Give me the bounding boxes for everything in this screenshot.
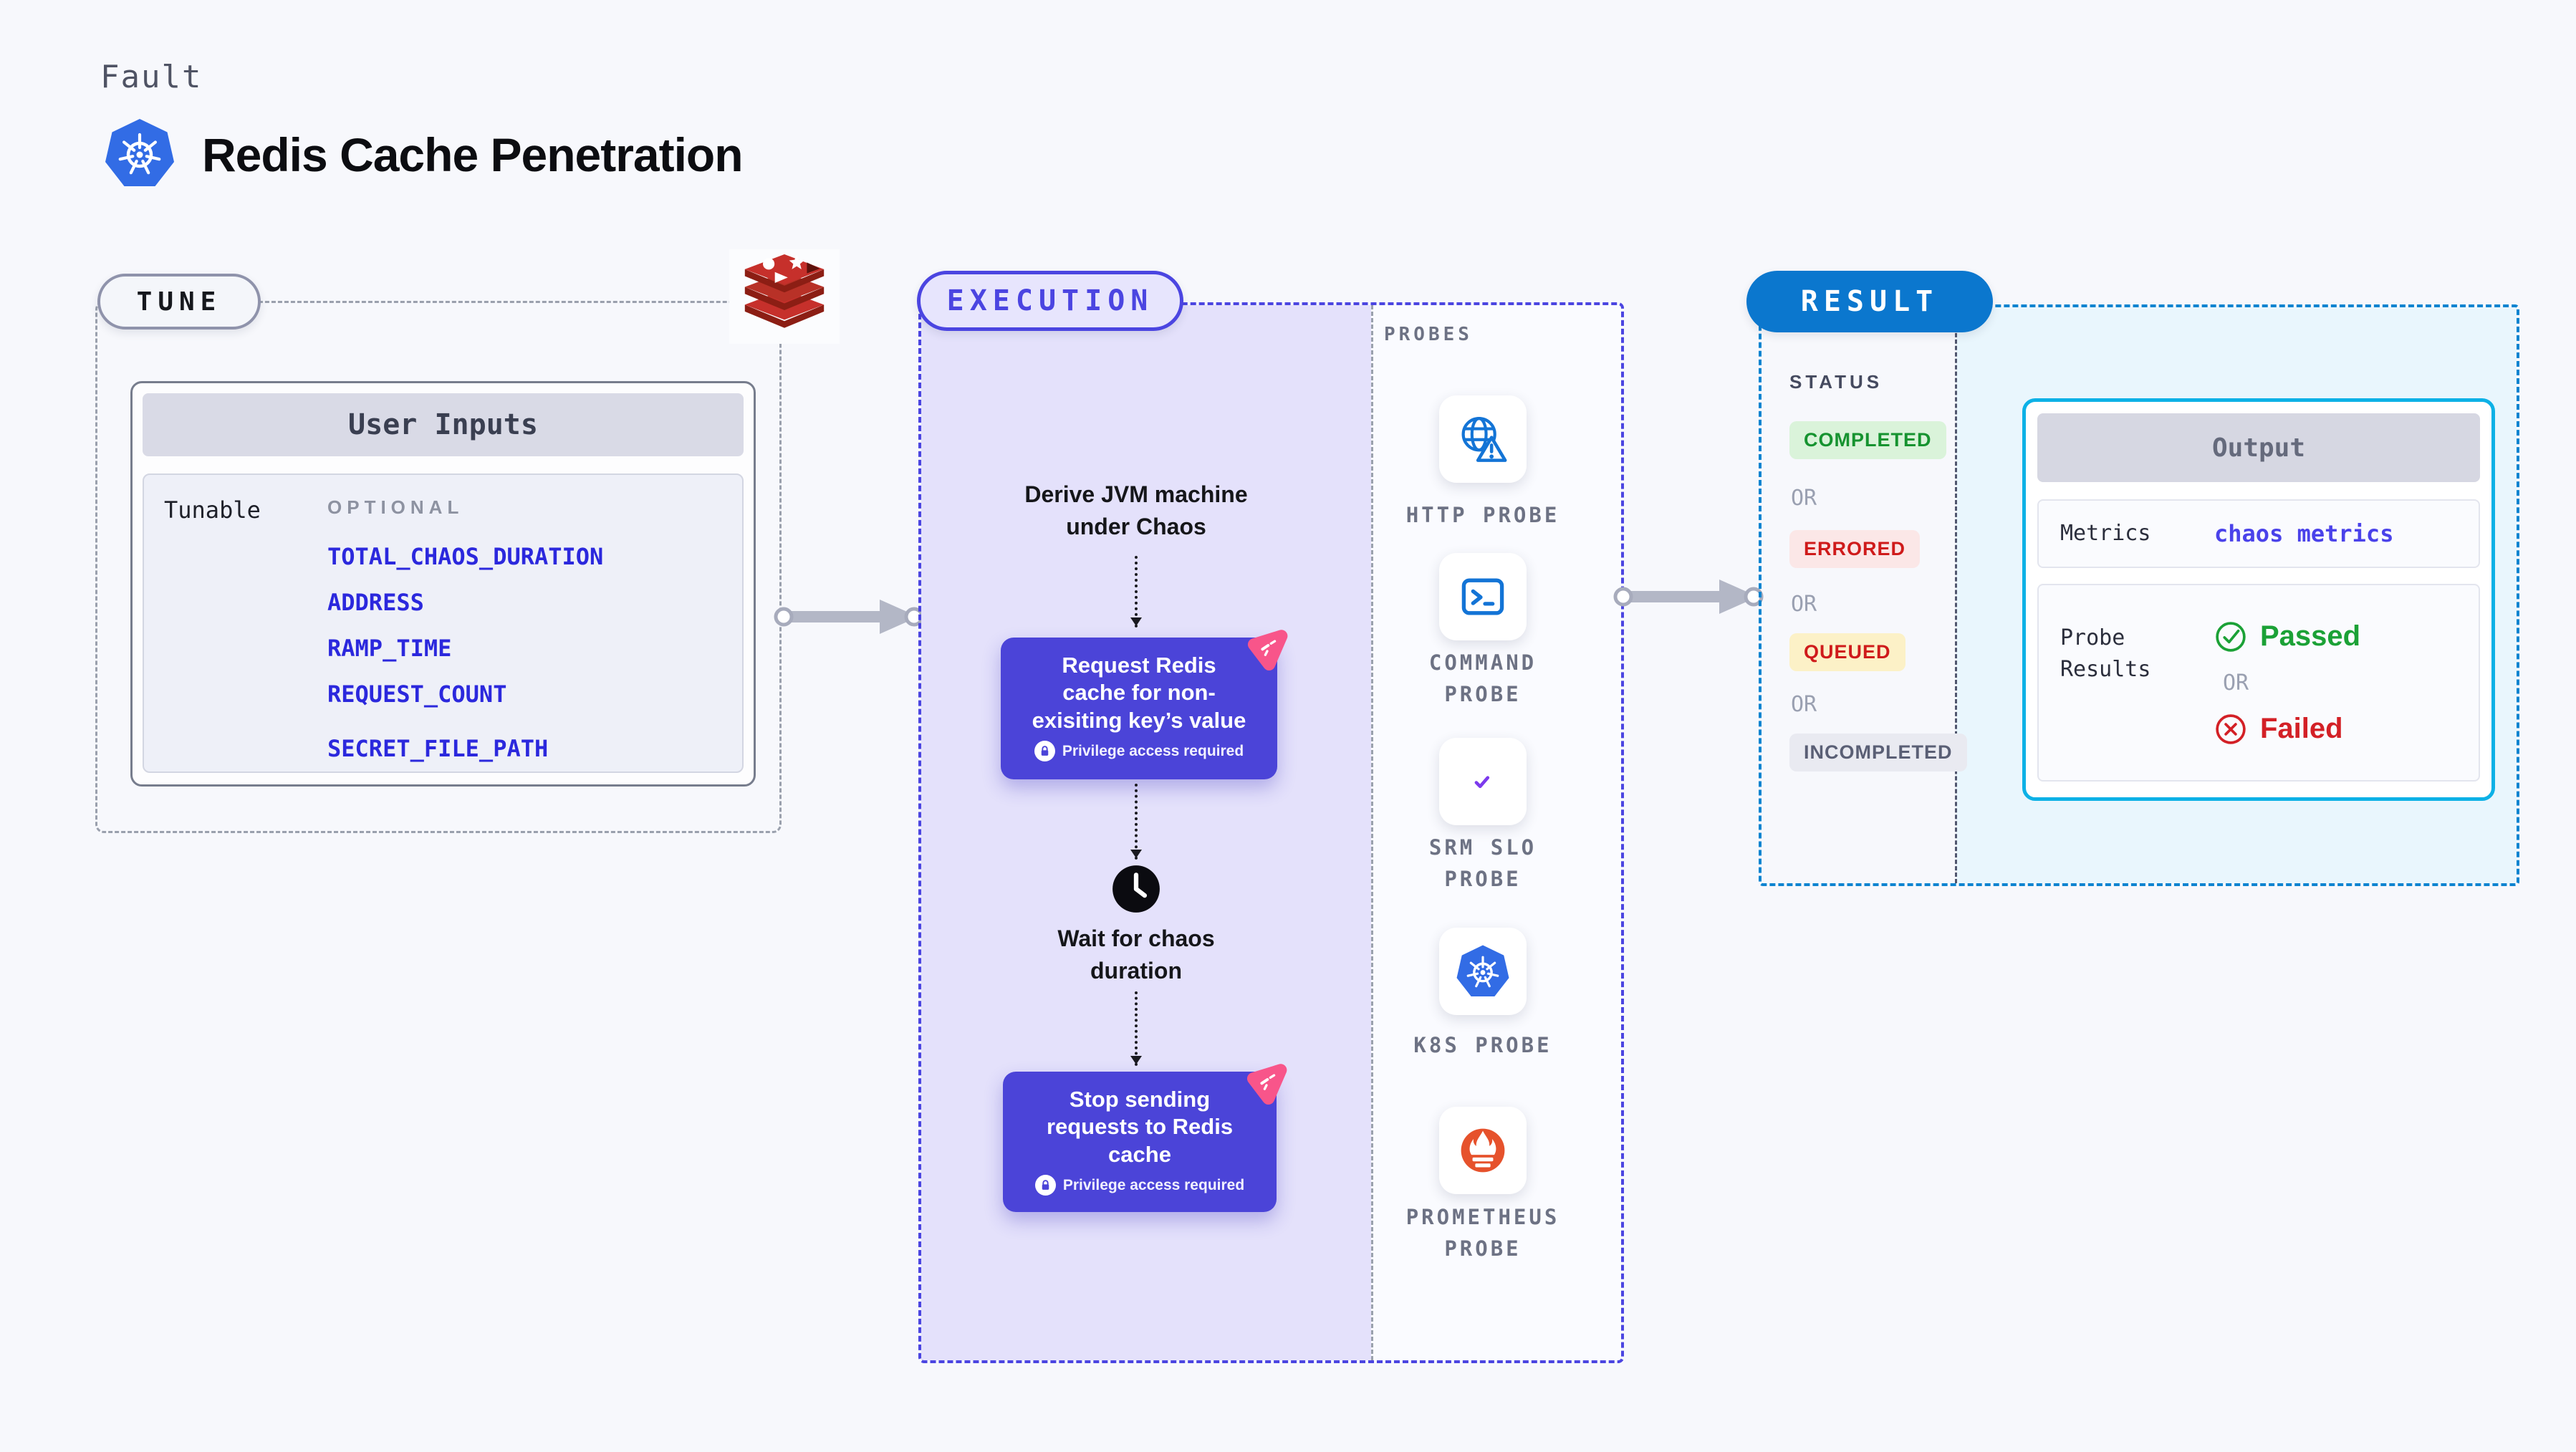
check-circle-icon — [2214, 620, 2247, 653]
input-request-count[interactable]: REQUEST_COUNT — [327, 681, 507, 708]
request-redis-text: Request Redis cache for non- exisiting k… — [1032, 653, 1246, 733]
prometheus-probe-label: PROMETHEUS PROBE — [1405, 1205, 1560, 1261]
input-total-chaos-duration[interactable]: TOTAL_CHAOS_DURATION — [327, 543, 604, 570]
probe-results-row: Probe Results Passed OR Failed — [2037, 584, 2480, 782]
step-derive-jvm-text: Derive JVM machine under Chaos — [1024, 481, 1248, 540]
or-label: OR — [2223, 670, 2249, 696]
or-label: OR — [1791, 592, 1817, 617]
probe-results-values: Passed OR Failed — [2214, 585, 2360, 780]
optional-label: OPTIONAL — [327, 496, 464, 518]
http-probe-icon — [1456, 412, 1510, 466]
connector-derive-to-request — [1130, 556, 1142, 628]
command-probe-icon — [1456, 569, 1510, 624]
stop-requests-text: Stop sending requests to Redis cache — [1046, 1087, 1234, 1167]
chaos-experiment-icon — [1243, 625, 1292, 672]
page-title: Redis Cache Penetration — [202, 128, 744, 181]
x-circle-icon — [2214, 713, 2247, 746]
command-probe-card — [1439, 553, 1527, 640]
redis-icon — [734, 254, 835, 339]
http-probe-card — [1439, 395, 1527, 483]
tune-to-execution-arrow — [774, 593, 924, 640]
srm-slo-probe-label: SRM SLO PROBE — [1428, 835, 1537, 891]
execution-to-result-arrow — [1613, 573, 1764, 620]
passed-label: Passed — [2260, 620, 2361, 652]
tune-pill: TUNE — [97, 274, 261, 330]
prometheus-probe-icon — [1456, 1123, 1510, 1178]
k8s-probe-label: K8S PROBE — [1413, 1033, 1552, 1057]
result-pill: RESULT — [1746, 271, 1993, 332]
chaos-metrics-link[interactable]: chaos metrics — [2214, 520, 2394, 547]
tune-section-container — [95, 301, 782, 833]
failed-label: Failed — [2260, 713, 2343, 744]
privilege-row: Privilege access required — [1001, 741, 1277, 762]
result-divider — [1955, 307, 1957, 883]
input-ramp-time[interactable]: RAMP_TIME — [327, 635, 452, 662]
connector-request-to-wait — [1130, 784, 1142, 860]
user-inputs-title: User Inputs — [143, 393, 744, 456]
srm-slo-probe-card — [1439, 738, 1527, 825]
passed-line: Passed — [2214, 620, 2360, 653]
status-badge-queued: QUEUED — [1789, 633, 1905, 671]
connector-wait-to-stop — [1130, 991, 1142, 1066]
output-card: Output Metrics chaos metrics Probe Resul… — [2022, 398, 2495, 801]
or-label: OR — [1791, 692, 1817, 717]
prometheus-probe-card — [1439, 1107, 1527, 1194]
status-badge-errored: ERRORED — [1789, 530, 1921, 568]
or-label: OR — [1791, 486, 1817, 511]
status-badge-completed: COMPLETED — [1789, 421, 1946, 459]
redis-icon-wrap — [729, 249, 840, 344]
privilege-note: Privilege access required — [1062, 742, 1244, 759]
privilege-row: Privilege access required — [1003, 1175, 1277, 1196]
kubernetes-icon — [104, 115, 176, 192]
status-label: STATUS — [1789, 371, 1883, 393]
execution-pill: EXECUTION — [917, 271, 1183, 331]
request-redis-step: Request Redis cache for non- exisiting k… — [1001, 638, 1277, 779]
step-wait-text: Wait for chaos duration — [1057, 925, 1215, 984]
metrics-row: Metrics chaos metrics — [2037, 499, 2480, 568]
fault-kicker: Fault — [100, 59, 203, 95]
input-list: TOTAL_CHAOS_DURATION ADDRESS RAMP_TIME R… — [327, 543, 603, 762]
k8s-probe-card — [1439, 928, 1527, 1015]
probes-label: PROBES — [1384, 324, 1473, 345]
stop-requests-step: Stop sending requests to Redis cache Pri… — [1003, 1072, 1277, 1212]
input-address[interactable]: ADDRESS — [327, 589, 424, 616]
probe-results-label: Probe Results — [2060, 625, 2151, 682]
privilege-note: Privilege access required — [1062, 1176, 1245, 1193]
status-badge-incompleted: INCOMPLETED — [1789, 734, 1967, 771]
metrics-label: Metrics — [2060, 521, 2151, 547]
tunable-values: OPTIONAL TOTAL_CHAOS_DURATION ADDRESS RA… — [327, 496, 603, 771]
output-title: Output — [2037, 413, 2480, 482]
command-probe-label: COMMAND PROBE — [1428, 650, 1537, 706]
user-inputs-body: Tunable OPTIONAL TOTAL_CHAOS_DURATION AD… — [143, 473, 744, 773]
lock-icon — [1034, 741, 1055, 762]
input-secret-file-path[interactable]: SECRET_FILE_PATH — [327, 735, 549, 762]
clock-icon — [1111, 864, 1161, 914]
srm-slo-probe-icon — [1456, 754, 1510, 809]
http-probe-label: HTTP PROBE — [1405, 503, 1560, 527]
tunable-label: Tunable — [164, 496, 261, 524]
chaos-experiment-icon — [1242, 1059, 1291, 1106]
lock-icon — [1034, 1175, 1056, 1196]
user-inputs-card: User Inputs Tunable OPTIONAL TOTAL_CHAOS… — [130, 381, 756, 787]
k8s-probe-icon — [1456, 944, 1510, 999]
failed-line: Failed — [2214, 713, 2360, 746]
